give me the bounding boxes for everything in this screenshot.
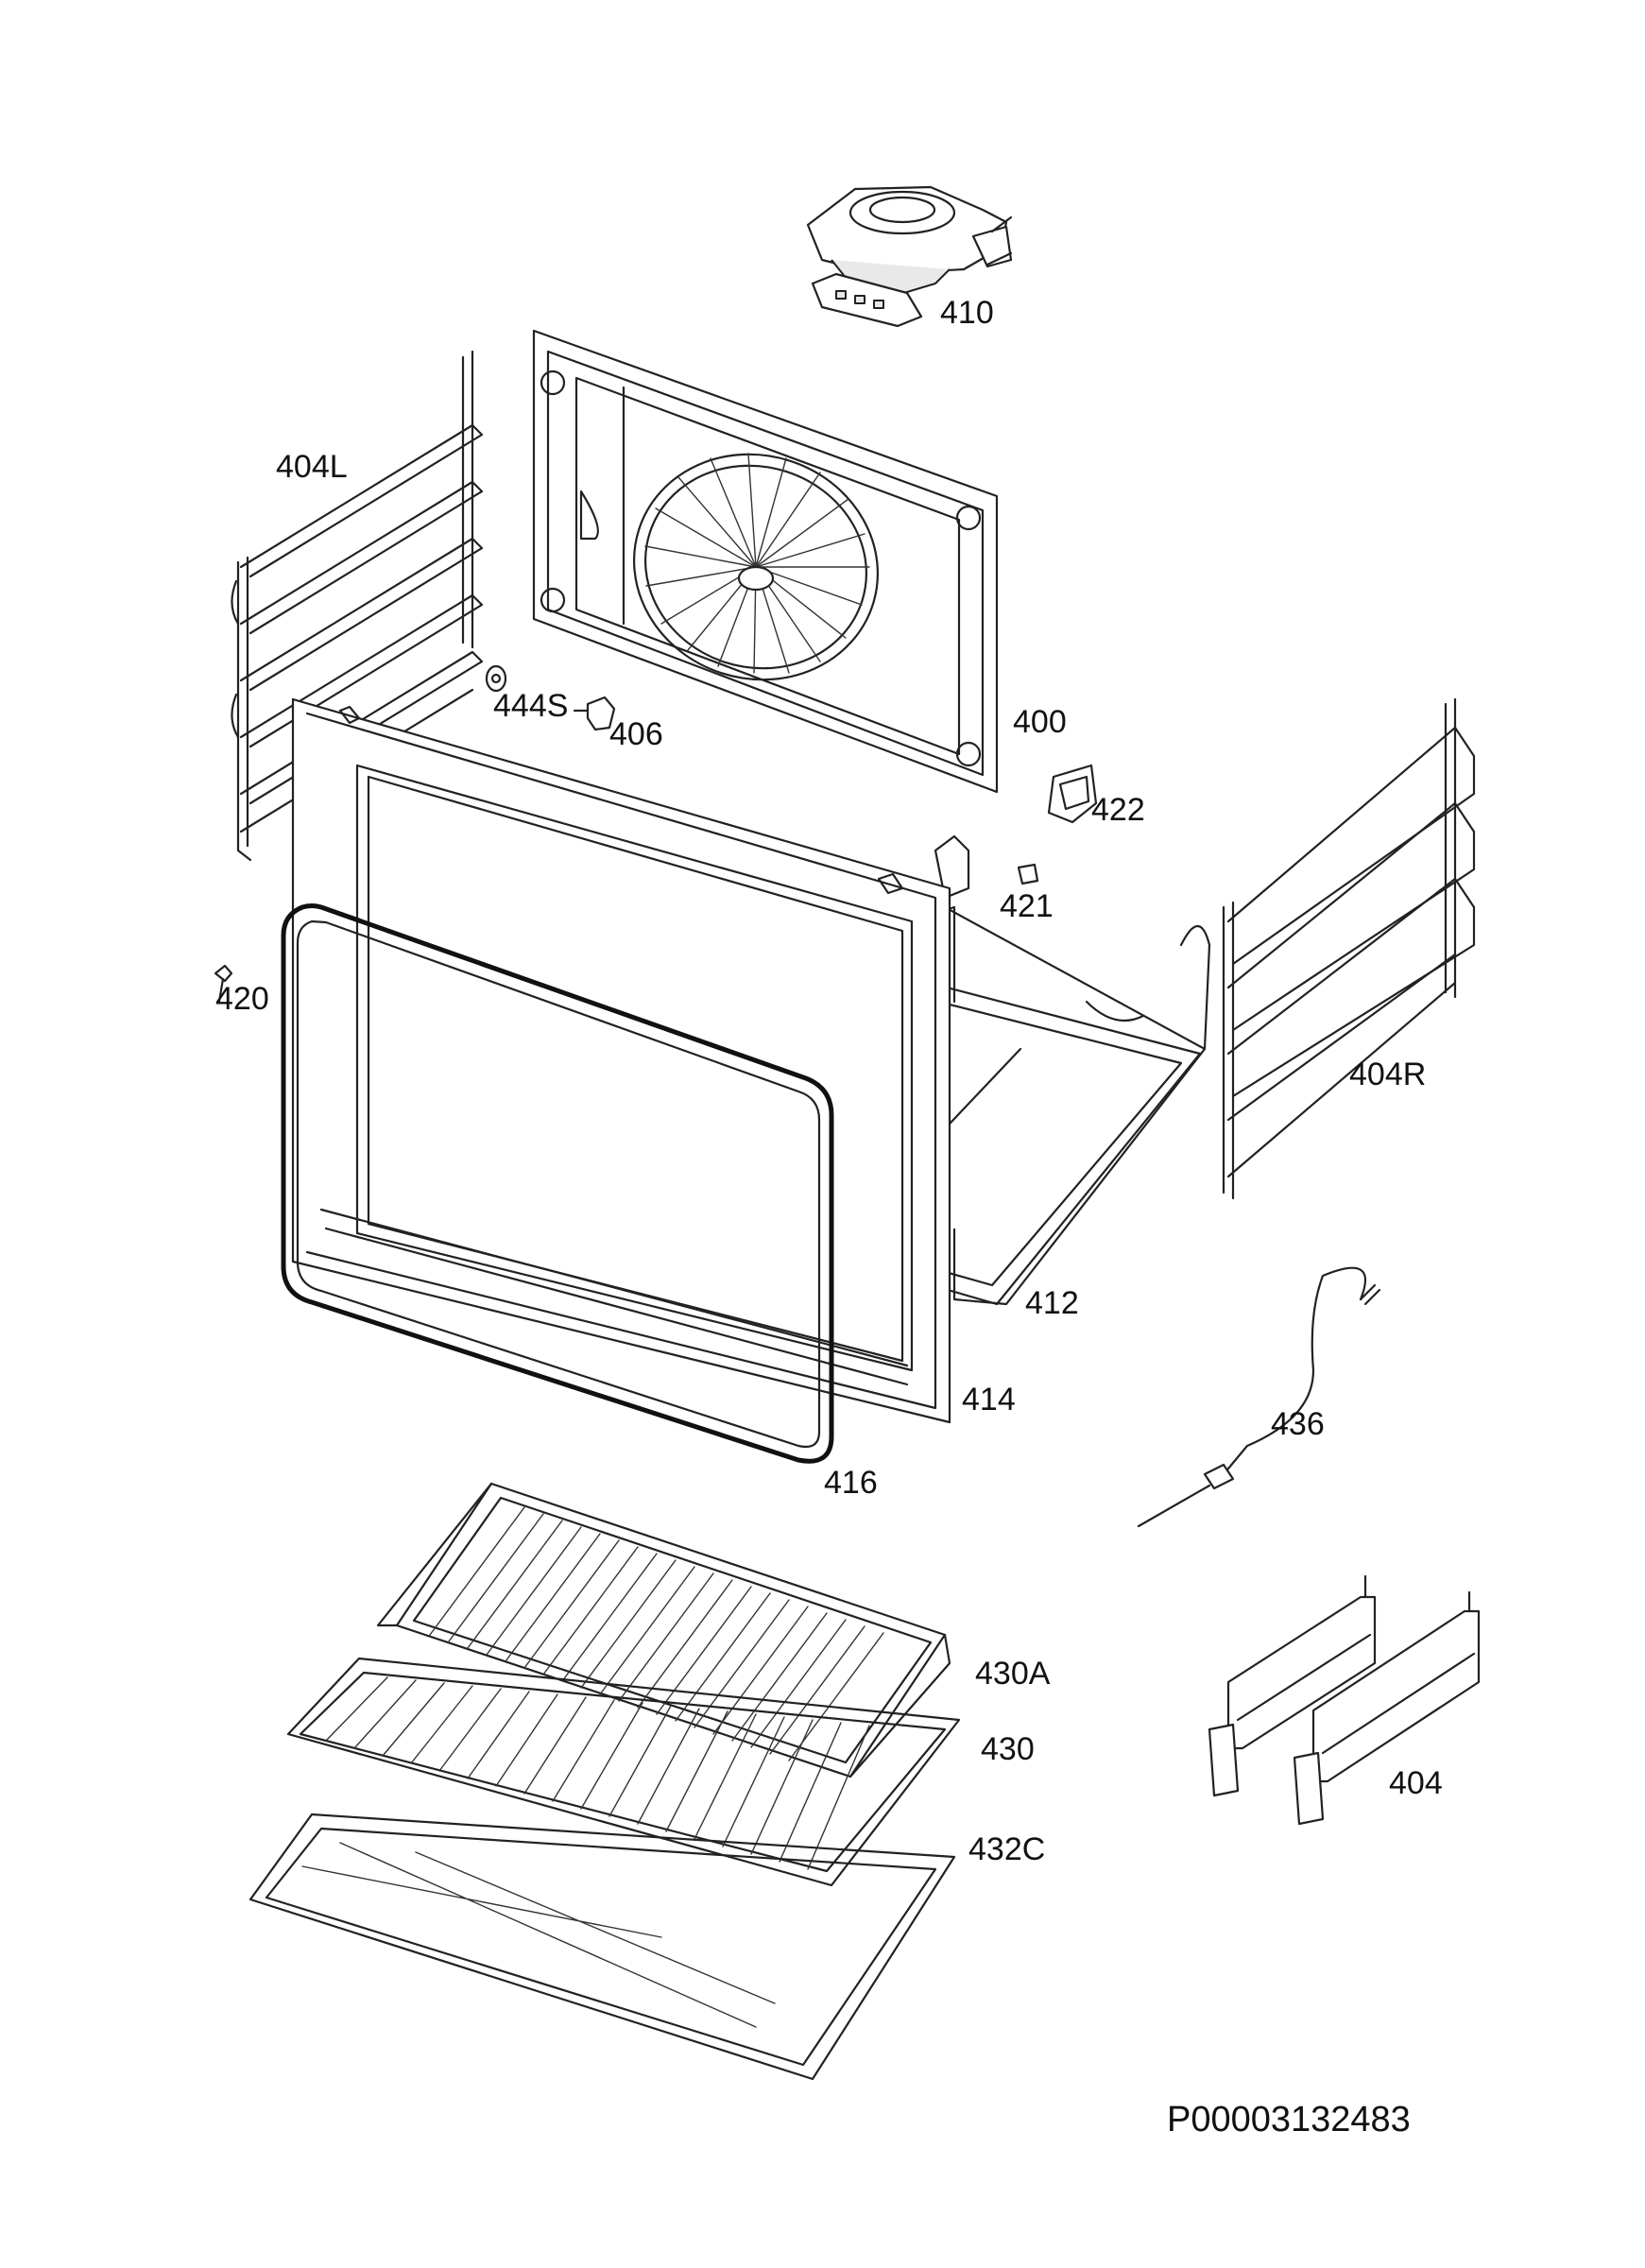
part-label-430: 430 [981,1731,1035,1767]
part-label-430A: 430A [975,1656,1051,1692]
baking-tray-drawing [248,1813,956,2081]
part-label-432C: 432C [968,1831,1045,1867]
part-label-406: 406 [609,716,663,752]
door-gasket-drawing [281,903,834,1464]
part-label-422: 422 [1091,792,1145,828]
front-frame-drawing [291,697,951,1424]
part-label-420: 420 [215,981,269,1017]
small-parts-drawing [214,664,1098,1004]
part-label-400: 400 [1013,704,1067,740]
part-label-421: 421 [1000,888,1054,924]
part-label-404R: 404R [1349,1057,1426,1092]
wire-shelf-drawing [286,1657,961,1887]
document-code: P00003132483 [1167,2100,1411,2139]
part-label-414: 414 [962,1382,1016,1418]
part-label-436: 436 [1271,1406,1325,1442]
back-panel-drawing [532,329,999,794]
part-label-404L: 404L [276,449,348,485]
part-label-412: 412 [1025,1285,1079,1321]
meat-probe-drawing [1137,1266,1381,1528]
fan-motor-drawing [806,185,1013,328]
part-label-444S: 444S [493,688,568,724]
right-shelf-rail-drawing [1222,697,1476,1200]
part-label-410: 410 [940,295,994,331]
part-label-416: 416 [824,1465,878,1501]
grill-insert-drawing [376,1482,951,1778]
telescopic-runners-drawing [1208,1574,1481,1826]
part-label-404: 404 [1389,1765,1443,1801]
